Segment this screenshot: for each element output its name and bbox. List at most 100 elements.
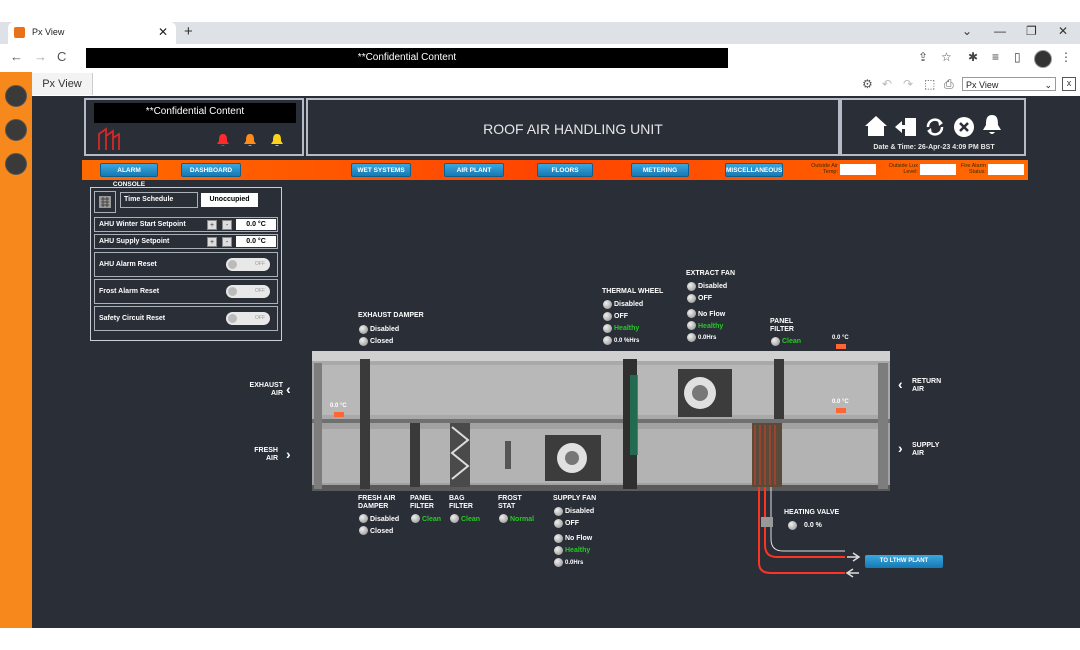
frost-stat-status: Normal [510, 516, 535, 523]
ahu-alarm-reset-row [94, 252, 278, 277]
extensions-icon[interactable]: ✱ [968, 50, 979, 64]
red-alarm-bell-icon[interactable] [216, 133, 230, 147]
reload-icon[interactable]: C [57, 49, 67, 64]
schedule-button[interactable] [94, 191, 116, 213]
app-tab[interactable]: Px View [32, 73, 93, 95]
supply-fan-health-indicator [554, 546, 563, 555]
orange-alarm-bell-icon[interactable] [243, 133, 257, 147]
supply-setpoint-label: AHU Supply Setpoint [99, 238, 170, 245]
frost-alarm-reset-row [94, 279, 278, 304]
view-select[interactable]: Px View⌄ [962, 77, 1056, 91]
exhaust-damper-enable-status: Disabled [370, 326, 400, 333]
winter-start-decrease-button[interactable]: - [222, 220, 232, 230]
export-icon[interactable]: ⎙ [944, 77, 954, 91]
supply-air-arrow-icon: › [898, 440, 903, 456]
extract-fan-flow-status: No Flow [698, 311, 726, 318]
to-lthw-plant-button[interactable]: TO LTHW PLANT [865, 555, 943, 568]
extract-fan-run-status: OFF [698, 295, 712, 302]
fresh-air-damper-enable-status: Disabled [370, 516, 400, 523]
bag-filter-indicator [450, 514, 459, 523]
tab-search-icon[interactable]: ⌄ [962, 24, 973, 38]
exhaust-air-arrow-icon: ‹ [286, 381, 291, 397]
reading-list-icon[interactable]: ≡ [992, 50, 1000, 64]
outside-air-temp-label: Outside Air Temp: [811, 163, 838, 175]
fresh-air-damper-position-indicator [359, 526, 368, 535]
thermal-wheel-hours: 0.0 %Hrs [614, 338, 640, 344]
safety-circuit-reset-toggle[interactable]: OFF [226, 312, 270, 325]
notification-bell-icon[interactable] [980, 113, 1004, 137]
side-panel-icon[interactable]: ▯ [1014, 50, 1021, 64]
heating-valve-indicator [788, 521, 797, 530]
menu-icon[interactable] [5, 85, 27, 107]
redo-icon[interactable]: ↷ [903, 77, 914, 91]
browser-menu-icon[interactable]: ⋮ [1060, 50, 1072, 64]
controls-panel [90, 187, 282, 341]
outside-lux-label: Outside Lux Level: [888, 163, 918, 175]
supply-setpoint-increase-button[interactable]: + [207, 237, 217, 247]
return-air-arrow-icon: ‹ [898, 376, 903, 392]
search-icon[interactable] [5, 119, 27, 141]
winter-start-increase-button[interactable]: + [207, 220, 217, 230]
refresh-icon[interactable] [924, 116, 946, 138]
thermal-wheel-enable-indicator [603, 300, 612, 309]
supply-fan-flow-indicator [554, 534, 563, 543]
extract-fan-run-indicator [687, 294, 696, 303]
heating-valve-position: 0.0 % [804, 522, 822, 529]
cancel-icon[interactable] [953, 116, 975, 138]
undo-icon[interactable]: ↶ [882, 77, 893, 91]
title-panel [306, 98, 840, 156]
supply-setpoint-decrease-button[interactable]: - [222, 237, 232, 247]
nav-dashboard-button[interactable]: DASHBOARD [181, 163, 241, 177]
supply-setpoint-value[interactable]: 0.0 °C [236, 236, 276, 247]
panel-filter-bottom-status: Clean [422, 516, 442, 523]
thermal-wheel-run-indicator [603, 312, 612, 321]
winter-start-label: AHU Winter Start Setpoint [99, 221, 186, 228]
ahu-alarm-reset-toggle[interactable]: OFF [226, 258, 270, 271]
px-view-favicon-icon [14, 27, 25, 38]
time-schedule-label: Time Schedule [124, 196, 174, 203]
safety-circuit-reset-label: Safety Circuit Reset [99, 315, 166, 322]
address-bar[interactable]: **Confidential Content [86, 48, 728, 68]
home-icon[interactable] [864, 114, 888, 138]
logout-icon[interactable] [894, 116, 918, 138]
nav-air-plant-button[interactable]: AIR PLANT [444, 163, 504, 177]
close-window-button[interactable]: ✕ [1058, 24, 1069, 38]
forward-arrow-icon[interactable]: → [34, 49, 47, 64]
maximize-button[interactable]: ❐ [1026, 24, 1037, 38]
frost-alarm-reset-toggle[interactable]: OFF [226, 285, 270, 298]
thermal-wheel-health-indicator [603, 324, 612, 333]
settings-gear-icon[interactable]: ⚙ [862, 77, 873, 91]
winter-start-row [94, 217, 278, 232]
profile-avatar[interactable] [1034, 50, 1052, 68]
winter-start-value[interactable]: 0.0 °C [236, 219, 276, 230]
close-tab-icon[interactable]: ✕ [157, 25, 168, 39]
globe-icon[interactable] [5, 153, 27, 175]
supply-temp-reading: 0.0 °C [832, 399, 849, 405]
thermal-wheel-health-status: Healthy [614, 325, 640, 332]
fire-alarm-label: Fire Alarm Status: [960, 163, 986, 175]
supply-air-label: SUPPLY AIR [912, 442, 940, 457]
yellow-alarm-bell-icon[interactable] [270, 133, 284, 147]
browser-tab[interactable]: Px View ✕ [8, 22, 176, 44]
supply-fan-hours-indicator [554, 558, 563, 567]
nav-miscellaneous-button[interactable]: MISCELLANEOUS [725, 163, 783, 177]
fresh-air-damper-title: FRESH AIR DAMPER [358, 495, 396, 510]
back-arrow-icon[interactable]: ← [10, 49, 23, 64]
extract-fan-enable-status: Disabled [698, 283, 728, 290]
extract-fan-health-indicator [687, 321, 696, 330]
bookmark-star-icon[interactable]: ☆ [941, 50, 952, 64]
close-view-button[interactable]: x [1062, 77, 1076, 91]
new-tab-button[interactable]: + [184, 23, 193, 40]
nav-alarm-console-button[interactable]: ALARM CONSOLE [100, 163, 158, 188]
select-tool-icon[interactable]: ⬚ [924, 77, 936, 91]
extract-fan-enable-indicator [687, 282, 696, 291]
exhaust-temp-sensor-icon [334, 412, 344, 417]
nav-wet-systems-button[interactable]: WET SYSTEMS [351, 163, 411, 177]
nav-floors-button[interactable]: FLOORS [537, 163, 593, 177]
safety-circuit-reset-row [94, 306, 278, 331]
share-icon[interactable]: ⇪ [918, 50, 929, 64]
minimize-button[interactable]: — [994, 24, 1006, 38]
time-schedule-value: Unoccupied [201, 193, 258, 207]
supply-fan-enable-status: Disabled [565, 508, 595, 515]
nav-metering-button[interactable]: METERING [631, 163, 689, 177]
